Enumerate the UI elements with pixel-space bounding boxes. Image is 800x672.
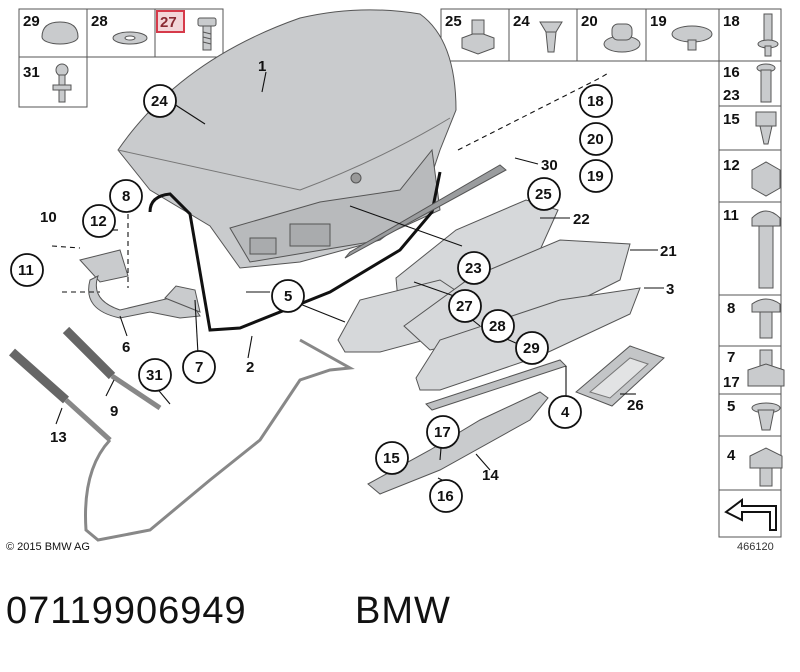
cell-label-8[interactable]: 8 [727,300,735,317]
cell-label-29[interactable]: 29 [23,13,40,30]
cell-label-19[interactable]: 19 [650,13,667,30]
callout-5[interactable]: 5 [284,288,292,305]
screw-27-icon [197,17,217,51]
cell-label-15[interactable]: 15 [723,111,740,128]
nut-4-icon [749,447,783,487]
callout-12[interactable]: 12 [90,213,107,230]
highlight-box [156,10,185,33]
callout-25[interactable]: 25 [535,186,552,203]
cell-label-18[interactable]: 18 [723,13,740,30]
cell-label-27-highlighted[interactable]: 27 [160,14,177,31]
nut-7-icon [747,349,785,387]
hinge-6 [79,249,201,319]
grid-top-right: 25 24 20 19 18 [440,8,782,62]
bolt-11-icon [751,210,781,289]
diagram-number: 466120 [737,541,774,553]
callout-1[interactable]: 1 [258,58,266,75]
cell-label-11[interactable]: 11 [723,207,739,224]
trim-30 [344,164,507,259]
screw-8-icon [751,298,781,339]
clip-15-icon [755,111,777,145]
callout-26[interactable]: 26 [627,397,644,414]
callout-9[interactable]: 9 [110,403,118,420]
callout-6[interactable]: 6 [122,339,130,356]
callout-28[interactable]: 28 [489,318,506,335]
callout-29[interactable]: 29 [523,340,540,357]
callout-11[interactable]: 11 [18,262,34,279]
callout-7[interactable]: 7 [195,359,203,376]
callout-13[interactable]: 13 [50,429,67,446]
cell-label-5[interactable]: 5 [727,398,735,415]
plug-19-icon [671,25,713,51]
callout-20[interactable]: 20 [587,131,604,148]
grid-right-column: 16 23 15 12 11 8 7 17 5 4 [718,60,785,538]
cell-label-17[interactable]: 17 [723,374,740,391]
ball-stud-31-icon [52,63,72,103]
callout-24[interactable]: 24 [151,93,168,110]
gas-strut-9 [62,326,162,411]
gas-strut-13 [9,348,112,442]
cell-label-12[interactable]: 12 [723,157,740,174]
callout-30[interactable]: 30 [541,157,558,174]
clip-24-icon [539,21,563,53]
nut-25-icon [461,19,495,55]
nut-12-icon [751,161,781,197]
cell-label-7[interactable]: 7 [727,349,735,366]
callout-16[interactable]: 16 [437,488,454,505]
callout-22[interactable]: 22 [573,211,590,228]
callout-21[interactable]: 21 [660,243,677,260]
cell-label-4[interactable]: 4 [727,447,736,464]
grid-top-left: 29 28 27 31 [18,8,224,108]
brand-name: BMW [355,590,451,632]
callout-10[interactable]: 10 [40,209,57,226]
callout-3[interactable]: 3 [666,281,674,298]
callout-8[interactable]: 8 [122,188,130,205]
callout-19[interactable]: 19 [587,168,604,185]
callout-27[interactable]: 27 [456,298,473,315]
callout-18[interactable]: 18 [587,93,604,110]
callout-2[interactable]: 2 [246,359,254,376]
copyright-notice: © 2015 BMW AG [6,541,90,553]
parts-diagram: 29 28 27 31 25 24 20 19 [9,8,785,542]
cell-label-16[interactable]: 16 [723,64,740,81]
callout-31[interactable]: 31 [146,367,163,384]
rivet-20-icon [603,23,641,53]
view-direction-icon [724,498,777,531]
cell-label-31[interactable]: 31 [23,64,40,81]
cell-label-28[interactable]: 28 [91,13,108,30]
callout-17[interactable]: 17 [434,424,451,441]
cell-label-23[interactable]: 23 [723,87,740,104]
callouts: 1 24 18 20 19 30 25 22 21 3 23 27 28 29 … [10,58,677,513]
cell-label-25[interactable]: 25 [445,13,462,30]
cell-label-20[interactable]: 20 [581,13,598,30]
bolt-16-icon [756,63,776,103]
cable-harness [84,338,355,542]
callout-4[interactable]: 4 [561,404,570,421]
callout-14[interactable]: 14 [482,467,499,484]
clip-5-icon [751,402,781,431]
part-number: 07119906949 [6,590,247,632]
rivet-18-icon [757,13,779,57]
cell-label-24[interactable]: 24 [513,13,530,30]
callout-15[interactable]: 15 [383,450,400,467]
callout-23[interactable]: 23 [465,260,482,277]
seal-2 [148,171,442,332]
